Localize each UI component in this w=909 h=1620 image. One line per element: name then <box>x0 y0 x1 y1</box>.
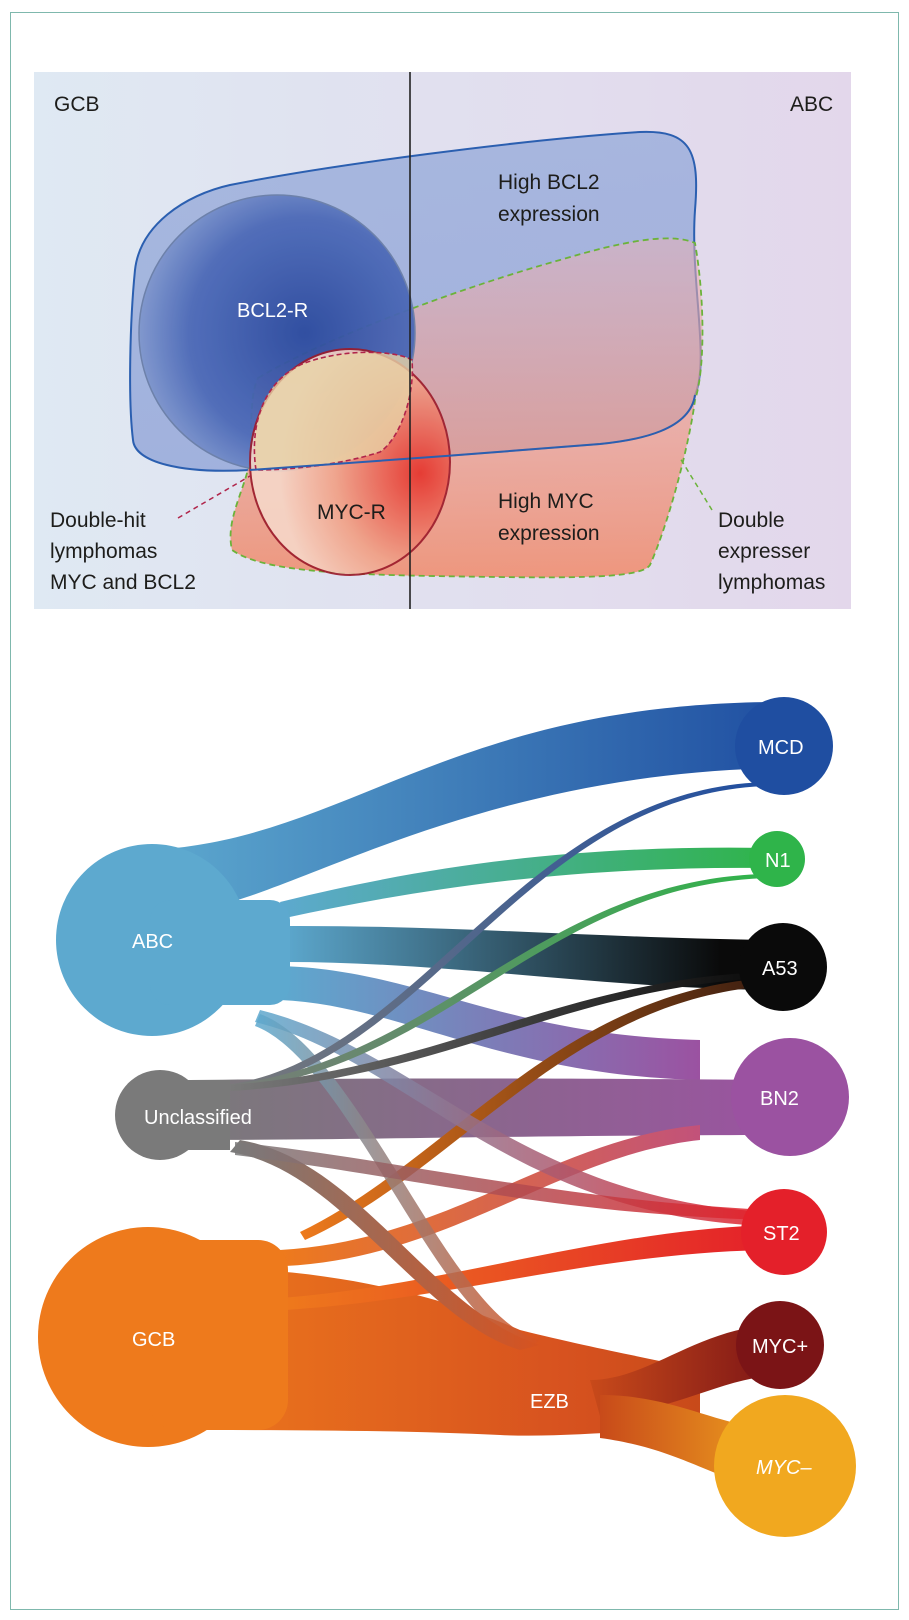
double-expresser-leader <box>679 457 713 511</box>
flow-abc-n1 <box>280 847 770 918</box>
flow-gcb-bn2 <box>280 1125 700 1266</box>
label-unclassified: Unclassified <box>144 1107 252 1129</box>
label-a53: A53 <box>762 958 798 980</box>
node-mcd <box>735 697 833 795</box>
double-expresser-label-line1: Double <box>718 509 785 532</box>
high-myc-label-line1: High MYC <box>498 490 594 513</box>
node-n1 <box>749 831 805 887</box>
label-myc-plus: MYC+ <box>752 1336 808 1358</box>
high-bcl2-outline <box>249 394 696 471</box>
label-n1: N1 <box>765 850 791 872</box>
high-bcl2-label-line1: High BCL2 <box>498 171 600 194</box>
corner-label-gcb: GCB <box>54 93 100 116</box>
flow-ezb-myc-plus <box>590 1325 780 1416</box>
double-hit-label-line2: lymphomas <box>50 540 157 563</box>
node-bn2 <box>731 1038 849 1156</box>
double-hit-label-line1: Double-hit <box>50 509 146 532</box>
label-myc-minus: MYC– <box>756 1457 812 1479</box>
myc-r-label: MYC-R <box>317 501 386 524</box>
flow-abc-bn2 <box>280 966 700 1080</box>
label-bn2: BN2 <box>760 1088 799 1110</box>
flow-abc-mcd <box>150 701 790 905</box>
bcl2-r-label: BCL2-R <box>237 300 308 322</box>
node-myc-plus <box>736 1301 824 1389</box>
node-abc-neck <box>150 900 290 1005</box>
flow-unclassified-a53 <box>228 972 765 1091</box>
label-mcd: MCD <box>758 737 804 759</box>
corner-label-abc: ABC <box>790 93 833 116</box>
figure-frame <box>10 12 899 1610</box>
node-myc-minus <box>714 1395 856 1537</box>
flow-unclassified-ezb <box>230 1140 540 1350</box>
label-ezb: EZB <box>530 1391 569 1413</box>
venn-panel: GCB ABC High BCL2 expression BCL2-R MYC-… <box>34 72 851 609</box>
double-expresser-label-line2: expresser <box>718 540 810 563</box>
double-expresser-label-line3: lymphomas <box>718 571 825 594</box>
flow-unclassified-st2 <box>235 1142 770 1220</box>
node-a53 <box>739 923 827 1011</box>
high-bcl2-label-line2: expression <box>498 203 600 226</box>
label-gcb: GCB <box>132 1329 175 1351</box>
double-hit-leader <box>177 475 251 519</box>
label-abc: ABC <box>132 931 173 953</box>
flow-abc-ezb <box>255 1014 540 1348</box>
sankey-panel: ABC Unclassified GCB EZB MCD N1 A53 BN2 … <box>38 697 856 1537</box>
node-st2 <box>741 1189 827 1275</box>
double-hit-overlap <box>253 351 414 471</box>
node-unclassified-neck <box>160 1080 230 1150</box>
double-hit-label-line3: MYC and BCL2 <box>50 571 196 594</box>
high-myc-label-line2: expression <box>498 522 600 545</box>
label-st2: ST2 <box>763 1223 800 1245</box>
node-gcb-neck <box>148 1240 288 1430</box>
flow-gcb-st2 <box>280 1225 770 1310</box>
flow-gcb-ezb <box>160 1268 700 1436</box>
